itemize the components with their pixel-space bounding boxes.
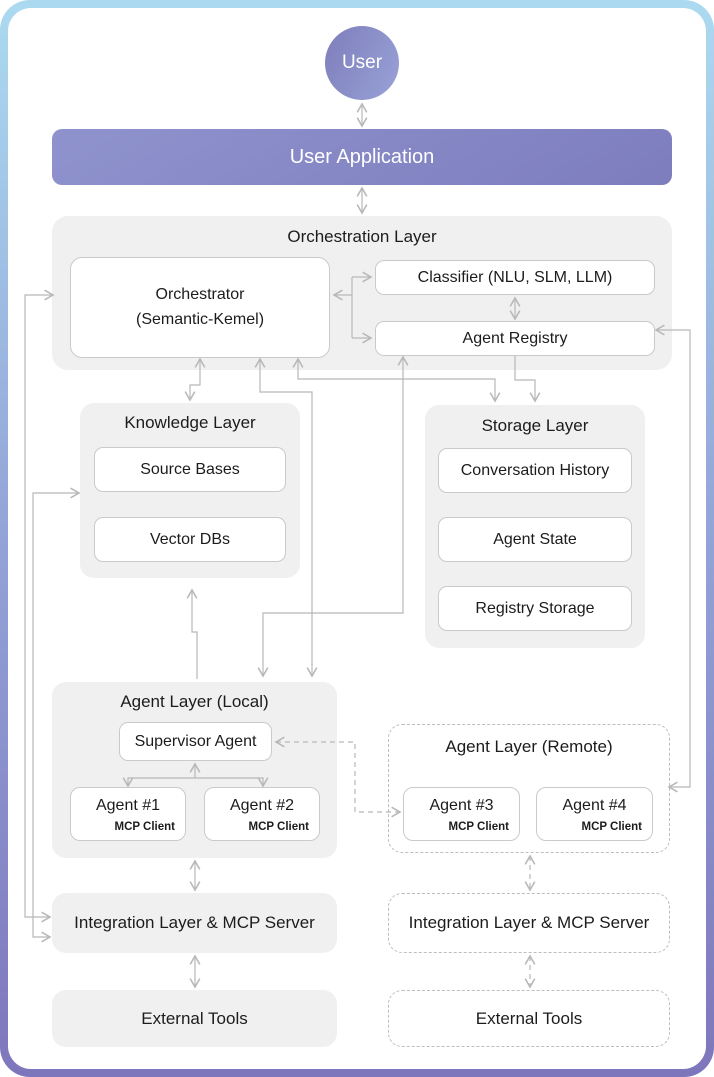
agent-state-node: Agent State <box>438 517 632 562</box>
user-application-node: User Application <box>52 129 672 185</box>
agent-3-node: Agent #3 MCP Client <box>403 787 520 841</box>
agent-layer-local-title: Agent Layer (Local) <box>120 692 269 711</box>
registry-storage-node: Registry Storage <box>438 586 632 631</box>
agent-2-node: Agent #2 MCP Client <box>204 787 320 841</box>
orchestration-layer-title: Orchestration Layer <box>287 227 437 246</box>
external-tools-remote: External Tools <box>388 990 670 1047</box>
agent-4-label: Agent #4 <box>562 797 627 814</box>
supervisor-agent-label: Supervisor Agent <box>134 732 257 750</box>
registry-storage-label: Registry Storage <box>475 599 595 617</box>
knowledge-layer-title: Knowledge Layer <box>124 413 256 432</box>
storage-layer-title: Storage Layer <box>481 416 589 435</box>
conversation-history-label: Conversation History <box>460 461 610 479</box>
source-bases-label: Source Bases <box>140 460 240 478</box>
agent-1-node: Agent #1 MCP Client <box>70 787 186 841</box>
external-tools-local: External Tools <box>52 990 337 1047</box>
agent-1-label: Agent #1 <box>95 797 161 814</box>
agent-state-label: Agent State <box>493 530 577 548</box>
user-node: User <box>325 26 399 100</box>
agent-layer-remote-title: Agent Layer (Remote) <box>445 737 613 756</box>
agent-2-mcp-client-label: MCP Client <box>248 821 310 833</box>
supervisor-agent-node: Supervisor Agent <box>119 722 272 761</box>
agent-1-mcp-client-label: MCP Client <box>114 821 176 833</box>
orchestrator-label-line1: Orchestrator <box>155 285 245 303</box>
external-tools-remote-label: External Tools <box>475 1008 583 1028</box>
user-application-label: User Application <box>289 145 435 168</box>
integration-layer-remote-label: Integration Layer & MCP Server <box>408 913 650 932</box>
user-label: User <box>341 52 383 73</box>
orchestrator-node: Orchestrator (Semantic-Kemel) <box>70 257 330 358</box>
agent-registry-node: Agent Registry <box>375 321 655 356</box>
integration-layer-local-label: Integration Layer & MCP Server <box>74 913 315 932</box>
vector-dbs-label: Vector DBs <box>149 530 231 548</box>
agent-3-mcp-client-label: MCP Client <box>448 821 510 833</box>
agent-2-label: Agent #2 <box>229 797 295 814</box>
agent-3-label: Agent #3 <box>429 797 494 814</box>
agent-registry-label: Agent Registry <box>462 329 568 347</box>
orchestrator-label-line2: (Semantic-Kemel) <box>135 310 265 328</box>
agent-4-mcp-client-label: MCP Client <box>581 821 643 833</box>
classifier-label: Classifier (NLU, SLM, LLM) <box>417 268 613 286</box>
integration-layer-remote: Integration Layer & MCP Server <box>388 893 670 953</box>
source-bases-node: Source Bases <box>94 447 286 492</box>
conversation-history-node: Conversation History <box>438 448 632 493</box>
classifier-node: Classifier (NLU, SLM, LLM) <box>375 260 655 295</box>
vector-dbs-node: Vector DBs <box>94 517 286 562</box>
agent-4-node: Agent #4 MCP Client <box>536 787 653 841</box>
external-tools-local-label: External Tools <box>141 1008 248 1028</box>
integration-layer-local: Integration Layer & MCP Server <box>52 893 337 953</box>
